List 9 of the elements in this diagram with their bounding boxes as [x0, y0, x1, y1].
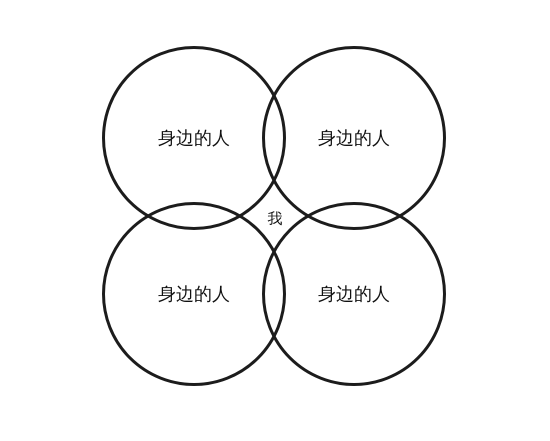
circle-label: 身边的人	[318, 127, 390, 150]
circle	[262, 46, 446, 230]
circle-label: 身边的人	[158, 283, 230, 306]
circle-label: 身边的人	[158, 127, 230, 150]
circle	[102, 46, 286, 230]
circle-label: 身边的人	[318, 283, 390, 306]
circle	[102, 202, 286, 386]
center-label: 我	[268, 210, 282, 228]
circle	[262, 202, 446, 386]
